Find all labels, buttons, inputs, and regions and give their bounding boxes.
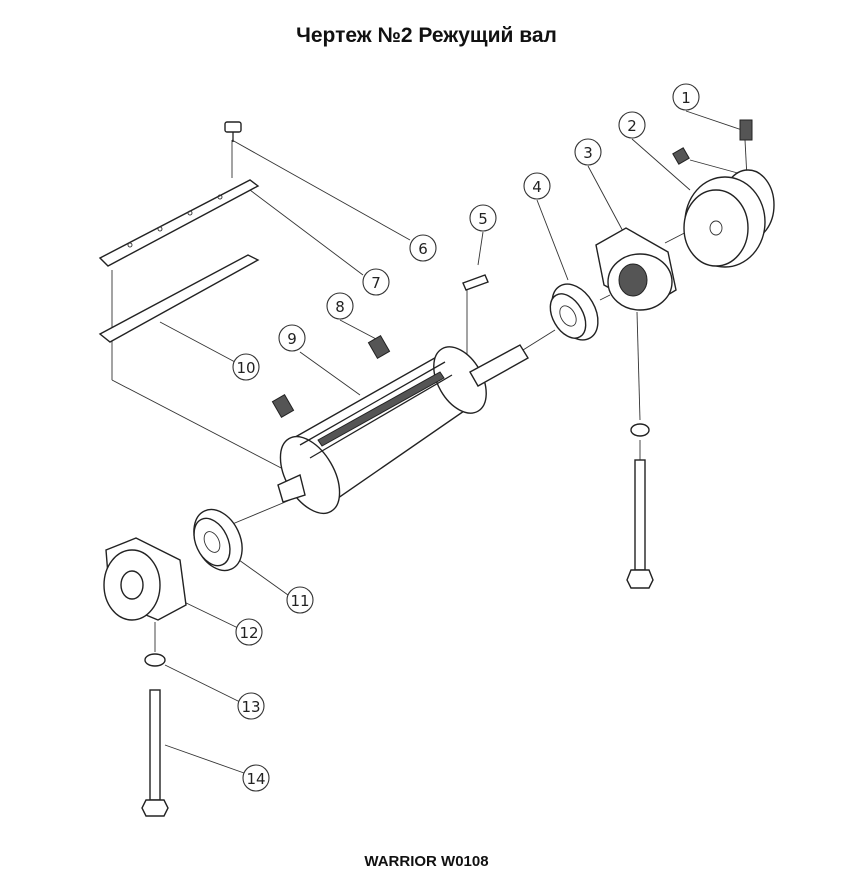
- callout-1: 1: [672, 83, 700, 111]
- part-setscrew-8b: [271, 394, 295, 418]
- callout-12: 12: [235, 618, 263, 646]
- callout-label: 9: [287, 330, 297, 348]
- callout-label: 14: [246, 770, 265, 788]
- callout-9: 9: [278, 324, 306, 352]
- callout-label: 11: [290, 592, 309, 610]
- callout-4: 4: [523, 172, 551, 200]
- part-bearing-4: [549, 283, 599, 341]
- callout-label: 5: [478, 210, 488, 228]
- part-bolt-14: [141, 689, 169, 817]
- callout-label: 13: [241, 698, 260, 716]
- part-bolt-right: [626, 423, 654, 589]
- callout-label: 7: [371, 274, 381, 292]
- callout-label: 3: [583, 144, 593, 162]
- part-screw-1b: [672, 147, 690, 165]
- callout-8: 8: [326, 292, 354, 320]
- part-screw-1: [739, 119, 753, 141]
- callout-5: 5: [469, 204, 497, 232]
- part-screw-6: [224, 121, 242, 142]
- callout-7: 7: [362, 268, 390, 296]
- callout-label: 12: [239, 624, 258, 642]
- callout-11: 11: [286, 586, 314, 614]
- callout-2: 2: [618, 111, 646, 139]
- part-cutter-shaft-9: [277, 344, 529, 515]
- callout-label: 2: [627, 117, 637, 135]
- callout-label: 6: [418, 240, 428, 258]
- part-housing-12: [103, 537, 187, 621]
- part-washer-13: [144, 653, 166, 667]
- part-pulley-2: [683, 169, 775, 268]
- callout-14: 14: [242, 764, 270, 792]
- model-footer: WARRIOR W0108: [364, 853, 489, 870]
- callout-3: 3: [574, 138, 602, 166]
- callout-label: 1: [681, 89, 691, 107]
- callout-13: 13: [237, 692, 265, 720]
- callout-10: 10: [232, 353, 260, 381]
- callout-label: 10: [236, 359, 255, 377]
- drawing-title: Чертеж №2 Режущий вал: [296, 24, 557, 47]
- callout-label: 8: [335, 298, 345, 316]
- part-bar-7: [98, 179, 260, 267]
- part-housing-3: [595, 227, 677, 311]
- part-key-5: [462, 274, 489, 291]
- callout-6: 6: [409, 234, 437, 262]
- part-plate-10: [98, 254, 260, 343]
- callout-label: 4: [532, 178, 542, 196]
- part-bearing-11: [193, 508, 243, 572]
- part-setscrew-8: [367, 335, 391, 359]
